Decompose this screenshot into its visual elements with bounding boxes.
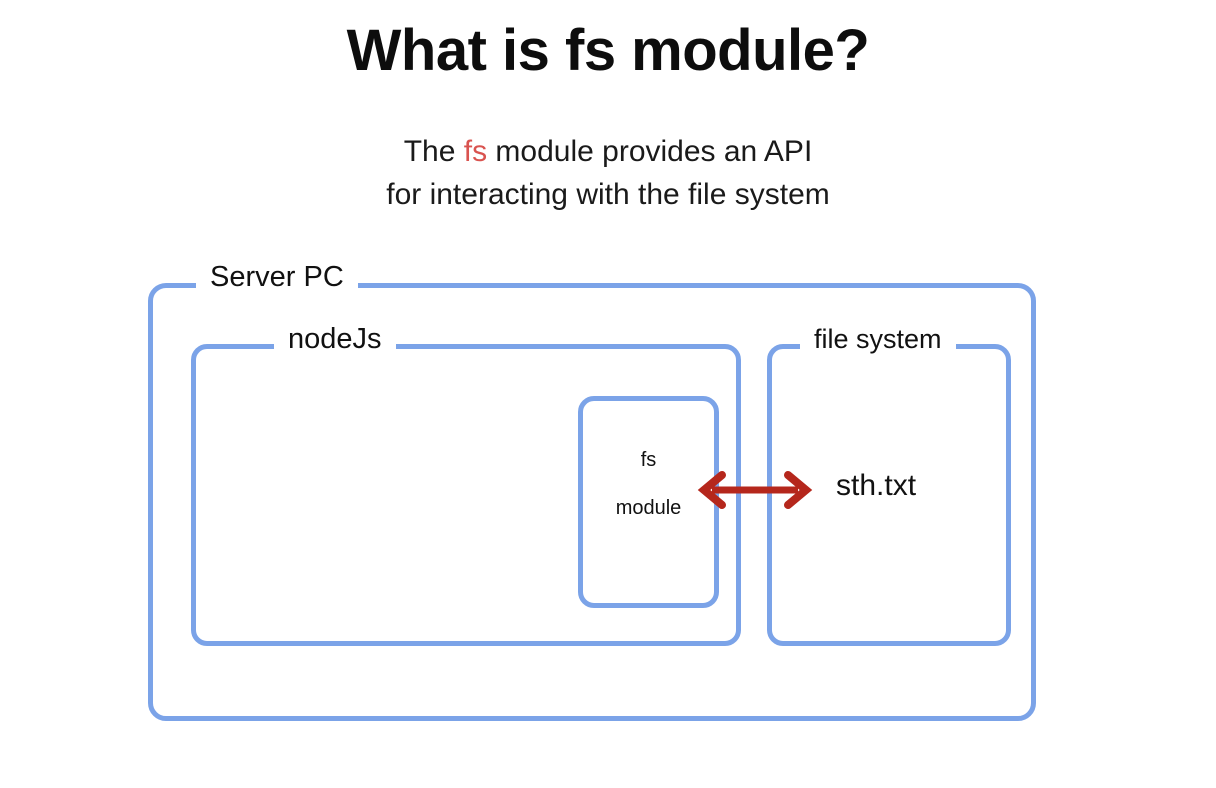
nodejs-box bbox=[191, 344, 741, 646]
fs-module-label-line2: module bbox=[615, 497, 682, 519]
nodejs-label: nodeJs bbox=[274, 325, 396, 354]
server-pc-box bbox=[148, 283, 1036, 721]
server-pc-label: Server PC bbox=[196, 263, 358, 292]
subtitle-text-after: module provides an API bbox=[487, 135, 813, 168]
file-name-label: sth.txt bbox=[836, 469, 917, 502]
file-system-label: file system bbox=[800, 326, 956, 353]
fs-module-label-line1: fs bbox=[640, 449, 657, 471]
bidirectional-arrow-icon bbox=[697, 471, 813, 509]
subtitle-accent-fs: fs bbox=[463, 135, 488, 168]
subtitle-line-2: for interacting with the file system bbox=[386, 177, 830, 211]
subtitle-line-1: The fs module provides an API bbox=[0, 131, 1216, 174]
page-subtitle: The fs module provides an API for intera… bbox=[0, 131, 1216, 216]
fs-module-label: fs module bbox=[578, 450, 719, 518]
page-title: What is fs module? bbox=[346, 18, 870, 83]
subtitle-text-before: The bbox=[403, 135, 464, 168]
